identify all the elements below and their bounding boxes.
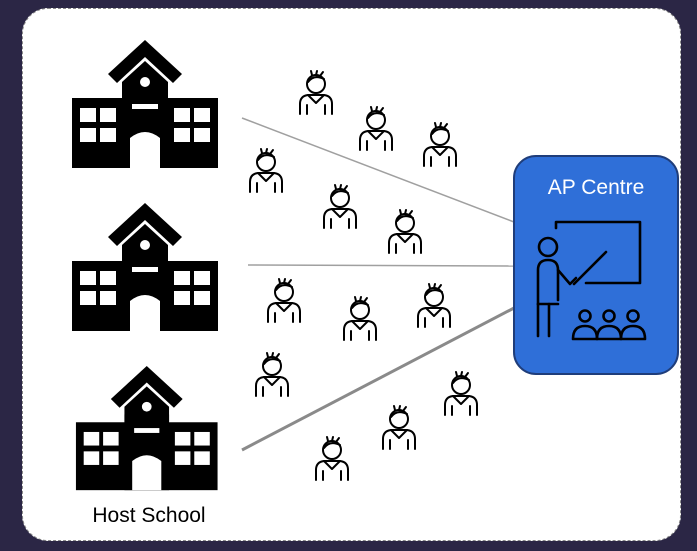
school-building-icon	[72, 203, 218, 331]
student-icon	[388, 209, 422, 254]
school-building-icon	[72, 40, 218, 168]
ap-centre-box: AP Centre	[513, 155, 679, 375]
student-icon	[444, 371, 478, 416]
student-icon	[423, 122, 457, 167]
student-icon	[382, 405, 416, 450]
connector-line-bottom	[241, 306, 515, 452]
student-icon	[267, 278, 301, 323]
student-icon	[343, 296, 377, 341]
student-icon	[249, 148, 283, 193]
student-icon	[323, 184, 357, 229]
host-school-label: Host School	[92, 504, 205, 527]
ap-centre-label: AP Centre	[548, 176, 645, 199]
school-building-icon	[75, 366, 218, 491]
connector-line-top	[241, 117, 515, 223]
student-icon	[255, 352, 289, 397]
student-icon	[315, 436, 349, 481]
connector-line-middle	[247, 264, 515, 267]
student-icon	[417, 283, 451, 328]
student-icon	[359, 106, 393, 151]
student-icon	[299, 70, 333, 115]
teacher-classroom-icon	[536, 220, 647, 341]
